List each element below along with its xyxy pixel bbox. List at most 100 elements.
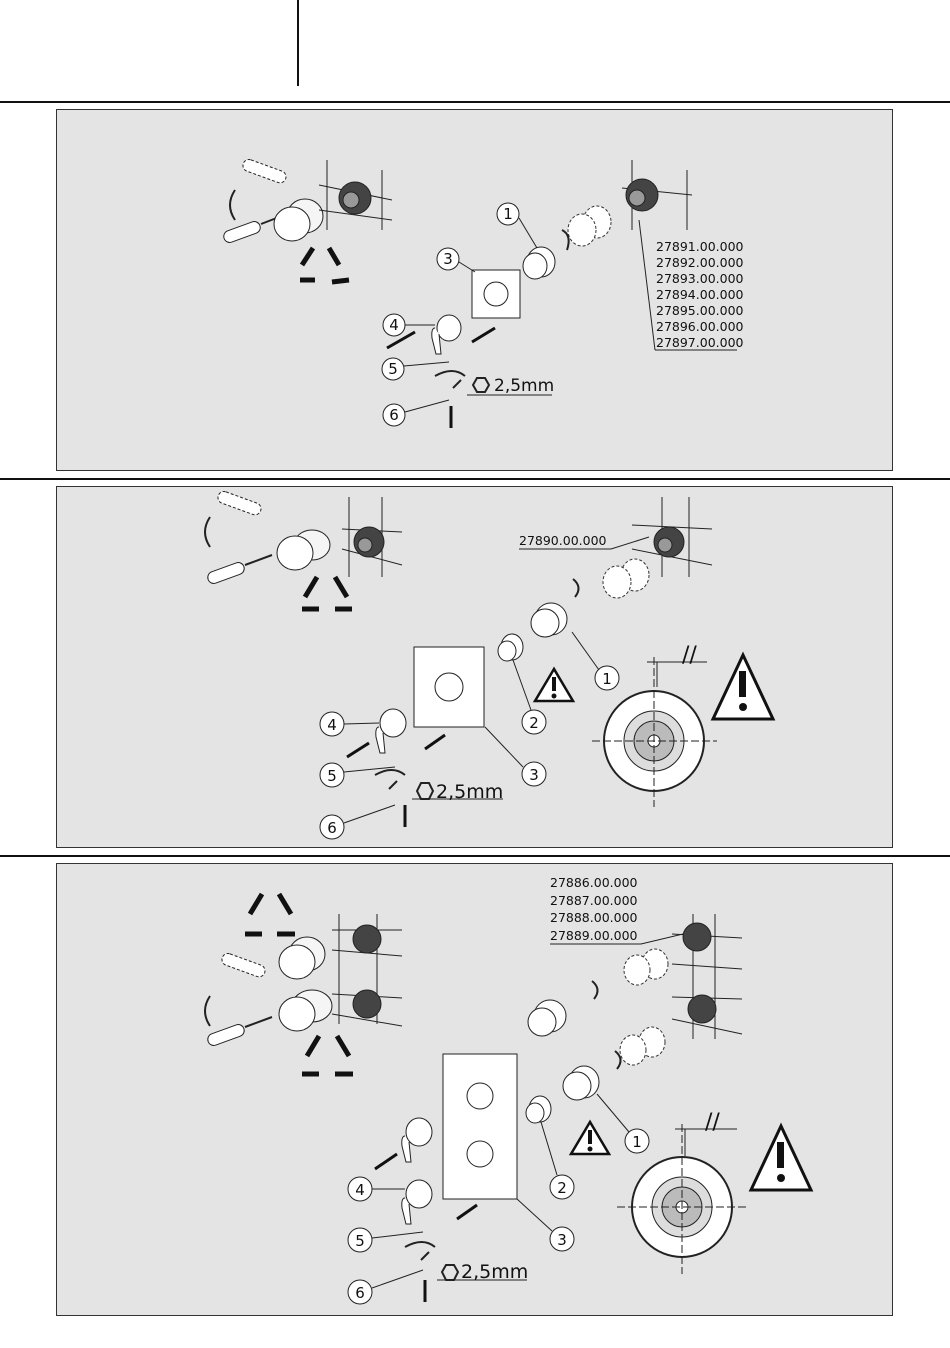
part-number-list: 27886.00.000 27887.00.000 27888.00.000 2…	[550, 875, 683, 944]
callout-1: 1	[597, 1094, 649, 1153]
callout-6: 6	[320, 805, 395, 839]
old-handle-cap	[274, 199, 323, 241]
instruction-panel-1: 2,5mm 1 3 4 5 6 27891.00.000 27892.00.00…	[56, 109, 893, 471]
part-number: 27888.00.000	[550, 910, 638, 925]
old-handle-cap	[277, 530, 330, 570]
part-number: 27896.00.000	[656, 319, 744, 334]
callout-5: 5	[382, 358, 449, 380]
part-number: 27886.00.000	[550, 875, 638, 890]
turn-arrow-icon	[615, 1051, 621, 1069]
rotate-arrow-icon	[205, 996, 210, 1026]
hex-key-size-label: 2,5mm	[436, 781, 503, 803]
valve-body-1	[319, 160, 392, 230]
part-number: 27897.00.000	[656, 335, 744, 350]
callout-3: 3	[517, 1199, 574, 1251]
callout-2: 2	[541, 1122, 574, 1199]
part-number-list: 27891.00.000 27892.00.000 27893.00.000 2…	[639, 220, 744, 350]
valve-body-1	[342, 497, 402, 577]
part-number: 27891.00.000	[656, 239, 744, 254]
cover-plate	[443, 1054, 517, 1199]
svg-text:3: 3	[529, 766, 539, 784]
callout-4: 4	[383, 314, 435, 336]
svg-text:1: 1	[602, 670, 612, 688]
dashed-cartridge	[603, 559, 649, 598]
hex-key-size-label: 2,5mm	[461, 1261, 528, 1283]
part-number-list: 27890.00.000	[519, 533, 649, 549]
old-handle-cap	[279, 937, 332, 1031]
rotate-arrow-icon	[205, 517, 210, 547]
hex-key-size-label: 2,5mm	[494, 376, 554, 396]
part-number: 27895.00.000	[656, 303, 744, 318]
svg-text:6: 6	[389, 406, 399, 424]
callout-3: 3	[485, 727, 546, 786]
sleeve-part-2	[498, 634, 523, 661]
lever-handle	[432, 315, 461, 354]
callout-3: 3	[437, 248, 475, 272]
svg-text:5: 5	[388, 360, 398, 378]
warning-triangle-icon	[713, 655, 773, 719]
svg-text:4: 4	[327, 716, 337, 734]
svg-text:6: 6	[327, 819, 337, 837]
warning-triangle-icon	[571, 1122, 609, 1154]
callout-6: 6	[348, 1270, 423, 1304]
sleeve-part-1	[531, 603, 567, 637]
part-number: 27889.00.000	[550, 928, 638, 943]
svg-text:2: 2	[557, 1179, 567, 1197]
svg-text:1: 1	[503, 205, 513, 223]
parallel-mark: //	[705, 1110, 720, 1135]
svg-text:3: 3	[443, 250, 453, 268]
warning-triangle-icon	[535, 669, 573, 701]
lever-handle	[402, 1118, 432, 1224]
turn-arrow-icon	[562, 230, 569, 250]
callout-4: 4	[320, 712, 379, 736]
section-rule-3	[0, 855, 950, 857]
dashed-cartridge	[620, 949, 668, 1065]
sleeve-part-2	[526, 1096, 551, 1123]
sleeve-part-1	[528, 1000, 599, 1100]
svg-text:3: 3	[557, 1231, 567, 1249]
screwdriver-icon	[206, 490, 272, 585]
parallel-mark: //	[682, 643, 697, 668]
svg-text:1: 1	[632, 1133, 642, 1151]
part-number: 27892.00.000	[656, 255, 744, 270]
recycle-icon	[302, 577, 352, 609]
instruction-panel-2: // 2,5mm 1 2 3 4 5 6 27	[56, 486, 893, 848]
panel-3-illustration: // 2,5mm 1 2 3 4 5 6 2	[57, 864, 894, 1317]
warning-triangle-icon	[751, 1126, 811, 1190]
dashed-cartridge	[568, 206, 611, 246]
svg-text:4: 4	[389, 316, 399, 334]
valve-body-1	[332, 914, 402, 1026]
callout-1: 1	[497, 203, 537, 248]
svg-text:5: 5	[355, 1232, 365, 1250]
svg-text:6: 6	[355, 1284, 365, 1302]
cover-plate	[414, 647, 484, 727]
part-number: 27890.00.000	[519, 533, 607, 548]
panel-2-illustration: // 2,5mm 1 2 3 4 5 6 27	[57, 487, 894, 849]
callout-4: 4	[348, 1177, 405, 1201]
svg-text:4: 4	[355, 1181, 365, 1199]
turn-arrow-icon	[573, 579, 579, 597]
header-divider-vertical	[297, 0, 299, 86]
part-number: 27893.00.000	[656, 271, 744, 286]
svg-text:5: 5	[327, 767, 337, 785]
rotate-arrow-icon	[230, 190, 235, 220]
part-number: 27887.00.000	[550, 893, 638, 908]
callout-5: 5	[348, 1228, 423, 1252]
valve-body-2	[672, 914, 742, 1039]
svg-text:2: 2	[529, 714, 539, 732]
callout-6: 6	[383, 400, 449, 426]
lever-handle	[376, 709, 406, 753]
callout-1: 1	[572, 632, 619, 690]
sleeve-part-1	[523, 247, 555, 279]
section-rule-2	[0, 478, 950, 480]
recycle-icon	[245, 894, 295, 934]
turn-arrow-icon	[592, 981, 598, 999]
instruction-panel-3: // 2,5mm 1 2 3 4 5 6 2	[56, 863, 893, 1316]
screwdriver-icon	[206, 952, 272, 1047]
recycle-icon	[302, 1036, 353, 1074]
recycle-icon	[300, 248, 349, 282]
part-number: 27894.00.000	[656, 287, 744, 302]
panel-1-illustration: 2,5mm 1 3 4 5 6 27891.00.000 27892.00.00…	[57, 110, 894, 472]
callout-5: 5	[320, 763, 395, 787]
valve-body-2	[622, 160, 692, 230]
